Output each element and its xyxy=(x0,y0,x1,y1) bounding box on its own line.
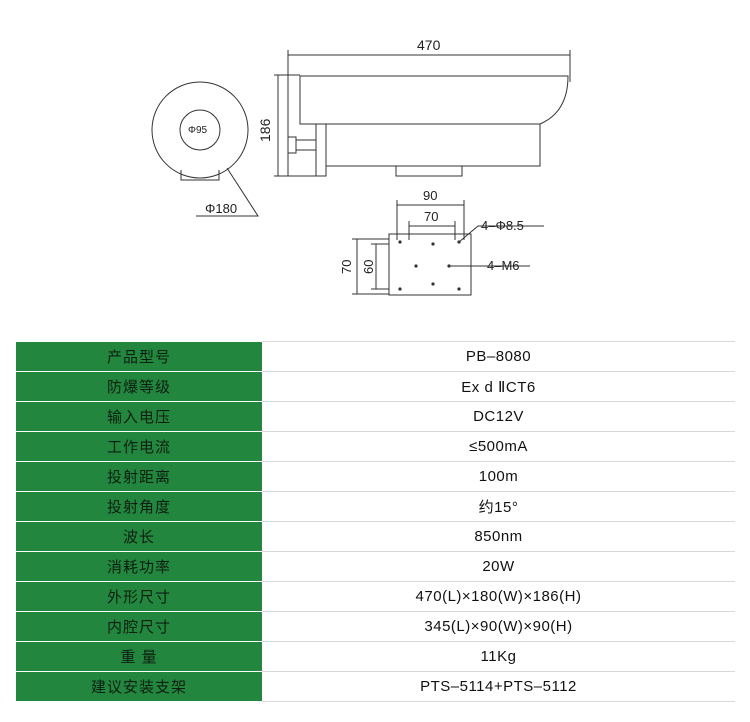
spec-label: 投射距离 xyxy=(16,461,262,492)
side-view-rear-cap xyxy=(315,123,327,177)
spec-value: 约15° xyxy=(262,491,735,522)
dim-inner-diameter-label: Φ95 xyxy=(188,125,208,136)
dim-side-outer-label: 70 xyxy=(339,260,354,274)
spec-value: 20W xyxy=(262,551,735,582)
side-view-hood xyxy=(299,75,569,125)
spec-label: 产品型号 xyxy=(16,341,262,372)
spec-value: PB–8080 xyxy=(262,341,735,372)
dim-height-label: 186 xyxy=(257,118,273,142)
spec-label: 内腔尺寸 xyxy=(16,611,262,642)
spec-label: 防爆等级 xyxy=(16,371,262,402)
dim-side-inner-label: 60 xyxy=(361,260,376,274)
spec-value: PTS–5114+PTS–5112 xyxy=(262,671,735,702)
spec-label: 投射角度 xyxy=(16,491,262,522)
spec-value: 11Kg xyxy=(262,641,735,672)
spec-value: 100m xyxy=(262,461,735,492)
side-view-mount xyxy=(395,165,463,177)
front-view-base xyxy=(180,170,220,181)
spec-value: 470(L)×180(W)×186(H) xyxy=(262,581,735,612)
spec-label: 外形尺寸 xyxy=(16,581,262,612)
spec-label: 重 量 xyxy=(16,641,262,672)
spec-value: 850nm xyxy=(262,521,735,552)
front-view-inner-circle xyxy=(179,109,221,151)
spec-label: 建议安装支架 xyxy=(16,671,262,702)
dim-base-outer-label: 90 xyxy=(423,188,437,203)
front-view-outer-circle xyxy=(151,81,249,179)
spec-value: ≤500mA xyxy=(262,431,735,462)
dim-outer-diameter-label: Φ180 xyxy=(205,201,237,216)
side-view-cable-gland xyxy=(287,136,297,154)
spec-label: 波长 xyxy=(16,521,262,552)
technical-drawing: 470 186 Φ95 Φ180 90 70 70 60 4–Φ8.5 4–M6 xyxy=(151,37,571,296)
spec-label: 消耗功率 xyxy=(16,551,262,582)
outer-diameter-leader xyxy=(196,167,259,217)
side-view-housing xyxy=(325,123,541,167)
spec-row: 投射角度约15° xyxy=(16,491,735,522)
spec-label: 输入电压 xyxy=(16,401,262,432)
spec-value: DC12V xyxy=(262,401,735,432)
dim-base-inner-label: 70 xyxy=(424,209,438,224)
dim-length-label: 470 xyxy=(417,37,441,53)
spec-value: 345(L)×90(W)×90(H) xyxy=(262,611,735,642)
thread-spec-label: 4–M6 xyxy=(487,258,520,273)
spec-value: Ex d ⅡCT6 xyxy=(262,371,735,402)
hole-spec-label: 4–Φ8.5 xyxy=(481,218,524,233)
spec-label: 工作电流 xyxy=(16,431,262,462)
spec-row: 工作电流≤500mA xyxy=(16,431,735,462)
base-plate xyxy=(388,233,472,296)
